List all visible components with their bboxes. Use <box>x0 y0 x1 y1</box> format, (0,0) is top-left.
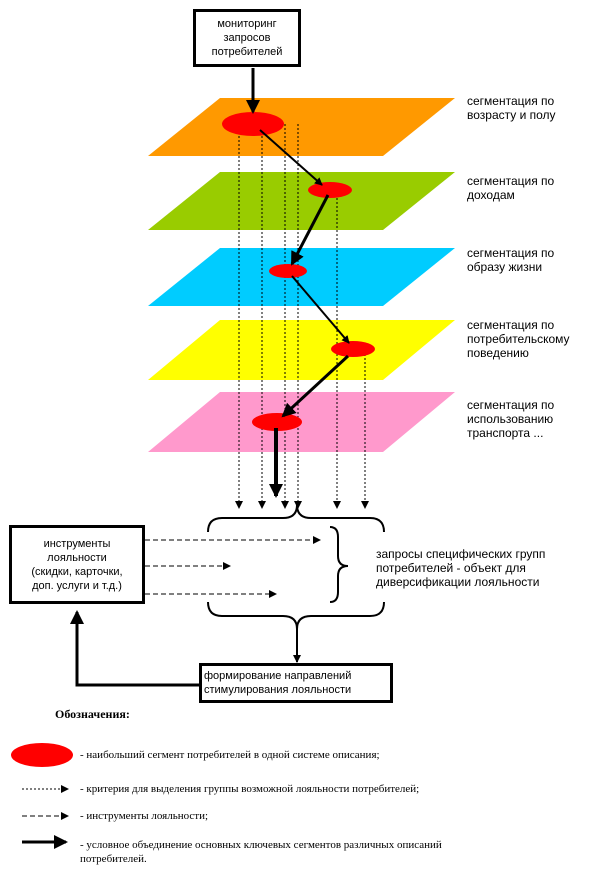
layer-label-income: сегментация по доходам <box>467 174 555 202</box>
segment-ellipse-lifestyle <box>269 264 307 278</box>
legend-text-tools: - инструменты лояльности; <box>80 810 209 822</box>
legend-text-segment: - наибольший сегмент потребителей в одно… <box>80 749 380 761</box>
right-brace <box>329 526 349 603</box>
formation-box-label: формирование направлений стимулирования … <box>204 670 352 696</box>
monitoring-box: мониторинг запросов потребителей <box>193 9 301 67</box>
layer-plane-age-gender <box>148 98 455 156</box>
legend-red-ellipse-icon <box>11 743 73 767</box>
top-brace <box>207 504 385 533</box>
loyalty-tools-label: инструменты лояльности (скидки, карточки… <box>31 537 123 592</box>
layer-plane-behaviour <box>148 320 455 380</box>
loyalty-tool-lines <box>145 536 321 598</box>
segment-ellipse-income <box>308 182 352 198</box>
loyalty-tools-box: инструменты лояльности (скидки, карточки… <box>9 525 145 604</box>
legend-title: Обозначения: <box>55 707 130 721</box>
layer-label-age-gender: сегментация по возрасту и полу <box>467 94 556 122</box>
layer-plane-income <box>148 172 455 230</box>
legend-text-criteria: - критерия для выделения группы возможно… <box>80 783 420 795</box>
layer-label-behaviour: сегментация по потребительскому поведени… <box>467 318 570 360</box>
layer-label-lifestyle: сегментация по образу жизни <box>467 246 555 274</box>
segment-ellipse-age-gender <box>222 112 284 136</box>
segment-path <box>246 68 350 498</box>
bottom-brace <box>207 601 385 630</box>
legend-text-union: - условное объединение основных ключевых… <box>80 839 442 865</box>
layer-plane-lifestyle <box>148 248 455 306</box>
criteria-lines <box>235 124 369 509</box>
feedback-arrow <box>70 610 199 687</box>
segment-ellipse-behaviour <box>331 341 375 357</box>
layer-label-transport: сегментация по использованию транспорта … <box>467 398 555 440</box>
monitoring-box-label: мониторинг запросов потребителей <box>211 18 283 58</box>
formation-box: формирование направлений стимулирования … <box>199 663 393 703</box>
segment-ellipse-transport <box>252 413 302 431</box>
requests-label: запросы специфических групп потребителей… <box>376 547 546 589</box>
